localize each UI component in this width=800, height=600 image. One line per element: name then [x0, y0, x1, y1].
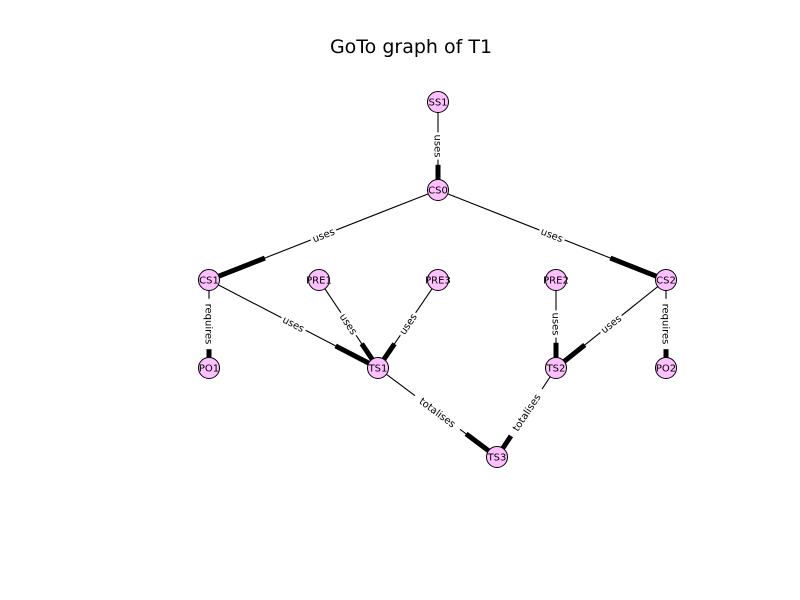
node-label: CS1 — [199, 276, 219, 287]
node-cs1: CS1 — [198, 269, 220, 291]
edge-label-group: requires — [202, 298, 216, 350]
node-label: TS3 — [487, 453, 507, 464]
node-label: CS0 — [428, 186, 448, 197]
edge-cs1-po1: requires — [202, 290, 216, 358]
edge-label-background — [505, 385, 548, 440]
node-po2: PO2 — [655, 357, 677, 379]
node-circle — [427, 179, 449, 201]
node-ts3: TS3 — [486, 446, 508, 468]
node-label: PO1 — [199, 364, 219, 375]
edge-label: totalises — [417, 396, 457, 430]
node-po1: PO1 — [198, 357, 220, 379]
edge-label-background — [536, 223, 568, 247]
edge-ts1-ts3: totalises — [386, 373, 491, 453]
node-circle — [367, 357, 389, 379]
edge-label: uses — [311, 227, 336, 246]
edge-label-background — [659, 298, 673, 350]
edge-cs0-cs1: uses — [217, 193, 429, 279]
edge-arrow-head — [334, 343, 370, 366]
edge-label-background — [410, 390, 465, 435]
edge-label-group: totalises — [410, 390, 465, 435]
node-circle — [198, 357, 220, 379]
node-pre3: PRE3 — [425, 269, 451, 291]
node-label: PO2 — [656, 364, 676, 375]
edge-label: requires — [660, 304, 671, 345]
node-label: SS1 — [428, 98, 447, 109]
edge-label-group: uses — [431, 132, 445, 160]
edge-label-background — [549, 310, 563, 338]
edge-label: requires — [203, 304, 214, 345]
edge-label-group: uses — [549, 310, 563, 338]
edge-label: uses — [280, 315, 305, 335]
edge-label-group: uses — [278, 311, 309, 337]
edge-pre1-ts1: uses — [324, 288, 375, 361]
edge-label-background — [278, 311, 309, 337]
edge-label-group: uses — [335, 308, 362, 340]
node-circle — [198, 269, 220, 291]
edge-cs0-cs2: uses — [447, 193, 658, 279]
edge-label-group: uses — [308, 223, 339, 247]
edge-label-group: uses — [596, 310, 626, 338]
node-label: CS2 — [656, 276, 676, 287]
edge-arrow-head — [609, 255, 658, 279]
node-cs0: CS0 — [427, 179, 449, 201]
node-circle — [655, 357, 677, 379]
edge-label-background — [431, 132, 445, 160]
edge-label-group: uses — [394, 308, 422, 340]
node-label: PRE3 — [425, 276, 451, 287]
node-ss1: SS1 — [427, 91, 449, 113]
node-label: PRE2 — [543, 276, 569, 287]
edge-cs2-ts2: uses — [562, 286, 659, 364]
node-circle — [655, 269, 677, 291]
node-ts2: TS2 — [545, 357, 567, 379]
node-circle — [427, 269, 449, 291]
edge-label: uses — [432, 135, 443, 158]
node-circle — [486, 446, 508, 468]
edge-arrow-head — [562, 343, 587, 364]
node-circle — [545, 269, 567, 291]
node-cs2: CS2 — [655, 269, 677, 291]
edge-label-group: uses — [536, 223, 568, 247]
graph-title: GoTo graph of T1 — [330, 36, 492, 58]
node-label: TS2 — [546, 364, 566, 375]
edge-label-background — [394, 308, 422, 340]
edge-pre3-ts1: uses — [381, 288, 433, 361]
edge-arrow-head — [359, 342, 375, 361]
node-circle — [545, 357, 567, 379]
node-label: TS1 — [368, 364, 388, 375]
node-ts1: TS1 — [367, 357, 389, 379]
edge-cs2-po2: requires — [659, 290, 673, 358]
edge-label: uses — [539, 227, 564, 246]
edge-label: uses — [550, 313, 561, 336]
node-circle — [308, 269, 330, 291]
edge-arrow-head — [381, 342, 397, 361]
node-pre2: PRE2 — [543, 269, 569, 291]
edge-label-group: requires — [659, 298, 673, 350]
node-circle — [427, 91, 449, 113]
edge-label-group: totalises — [505, 385, 548, 440]
node-pre1: PRE1 — [306, 269, 332, 291]
edge-arrow-head — [464, 431, 491, 453]
edge-label-background — [308, 223, 339, 247]
edge-label-background — [596, 310, 626, 338]
edge-ts2-ts3: totalises — [500, 376, 551, 450]
edge-arrow-head — [217, 255, 266, 279]
edge-label-background — [335, 308, 362, 340]
edge-pre2-ts2: uses — [549, 290, 563, 358]
edge-label-background — [202, 298, 216, 350]
edge-ss1-cs0: uses — [431, 112, 445, 180]
node-label: PRE1 — [306, 276, 332, 287]
